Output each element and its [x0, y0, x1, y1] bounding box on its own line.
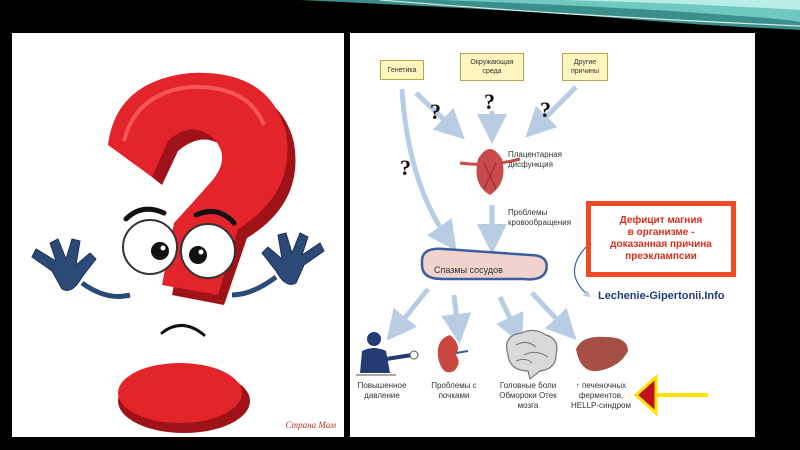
outcome-brain-label: Головные боли Обмороки Отек мозга: [499, 381, 557, 410]
pointer-arrow-icon: [633, 373, 708, 417]
question-mark-cartoon-panel: Страна Мам: [12, 33, 344, 437]
placenta-label: Плацентарная дисфункция: [508, 150, 562, 169]
outcome-kidneys-label: Проблемы с почками: [431, 381, 477, 400]
magnesium-callout: Дефицит магния в организме - доказанная …: [586, 201, 736, 277]
spasm-label: Спазмы сосудов: [434, 265, 503, 275]
question-mark-2: ?: [484, 89, 495, 114]
diagram-arrows: [356, 85, 708, 417]
question-mark-4: ?: [400, 155, 411, 180]
site-link[interactable]: Lechenie-Gipertonii.Info: [598, 290, 725, 302]
outcome-pressure-label: Повышенное давление: [357, 381, 407, 400]
callout-line-4: преэклампсии: [625, 251, 697, 262]
preeclampsia-diagram: Генетика Окружающая среда Другие причины…: [350, 33, 755, 437]
callout-line-2: в организме -: [627, 227, 695, 238]
other-causes-box: Другие причины: [562, 53, 608, 81]
question-mark-3: ?: [540, 97, 551, 122]
question-mark-1: ?: [430, 99, 441, 124]
liver-icon: [576, 336, 628, 372]
outcome-liver-label: ↑ печеночных ферментов, HELLP-синдром: [571, 381, 631, 410]
top-wave-decoration: [300, 0, 800, 30]
brain-icon: [506, 329, 558, 381]
placenta-icon: [459, 149, 521, 195]
kidney-icon: [437, 335, 469, 373]
blood-pressure-person-icon: [356, 332, 419, 376]
callout-line-3: доказанная причина: [610, 239, 712, 250]
callout-line-1: Дефицит магния: [619, 215, 703, 226]
environment-box: Окружающая среда: [460, 53, 524, 81]
image-credit: Страна Мам: [285, 420, 336, 430]
question-mark-cartoon-icon: [31, 72, 325, 433]
blood-vessel-icon: [420, 247, 548, 281]
circulation-label: Проблемы кровообращения: [508, 208, 572, 227]
genetics-box: Генетика: [380, 60, 424, 80]
